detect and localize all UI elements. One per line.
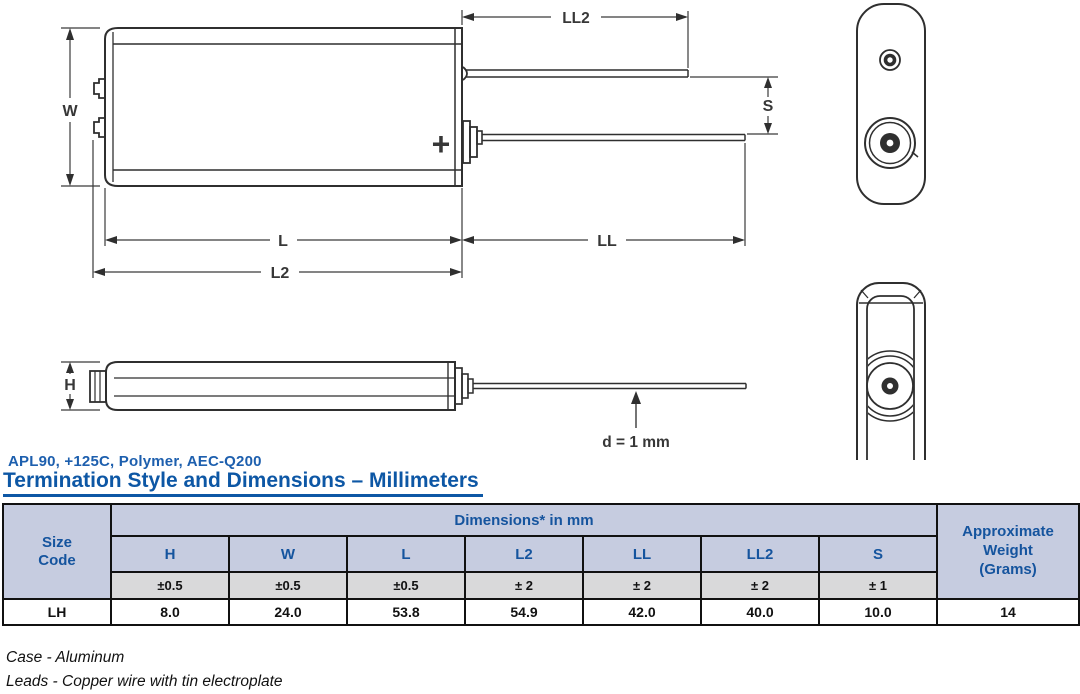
value-l: 53.8 [346,598,466,626]
tolerance-l: ±0.5 [346,571,466,600]
tolerance-h: ±0.5 [110,571,230,600]
dim-label-l: L [278,233,288,250]
arrowhead [462,13,474,21]
dim-label-ll: LL [597,233,617,250]
case-tab-top [93,78,105,99]
arrowhead [66,28,74,40]
size-code-header-cell: Size Code [2,503,112,600]
weight-header-text: Approximate Weight (Grams) [962,523,1054,578]
value-s: 10.0 [818,598,938,626]
table-row-group-header: Size Code Dimensions* in mm Approximate … [2,503,1080,600]
dim-extensions [92,140,746,278]
arrowhead [105,236,117,244]
arrowhead [631,391,641,404]
dim-label-s: S [763,98,774,115]
arrowhead [66,399,74,410]
col-header-h: H [110,535,230,573]
page-title: Termination Style and Dimensions – Milli… [3,469,483,497]
side-view-drawing [89,361,747,411]
tolerance-s: ± 1 [818,571,938,600]
top-view-drawing [93,27,746,187]
table-row-data: LH 8.0 24.0 53.8 54.9 42.0 40.0 10.0 14 [2,598,1080,626]
table-row-columns: H W L L2 LL LL2 S [3,535,1079,573]
table-row-tolerances: ±0.5 ±0.5 ±0.5 ± 2 ± 2 ± 2 ± 1 [3,571,1079,600]
col-header-l: L [346,535,466,573]
termination-style-drawing: + W LL2 S [61,3,926,460]
value-h: 8.0 [110,598,230,626]
arrowhead [450,268,462,276]
end-view-crimped-face [856,282,926,460]
weight-value: 14 [936,598,1080,626]
series-subtitle: APL90, +125C, Polymer, AEC-Q200 [8,453,262,470]
arrowhead [676,13,688,21]
col-header-s: S [818,535,938,573]
dim-label-w: W [62,103,78,120]
arrowhead [66,174,74,186]
dimensions-header-cell: Dimensions* in mm [110,503,938,537]
arrowhead [450,236,462,244]
size-code-value: LH [2,598,112,626]
tolerance-ll: ± 2 [582,571,702,600]
dimensions-table: Size Code Dimensions* in mm Approximate … [2,503,1080,626]
col-header-l2: L2 [464,535,584,573]
note-leads: Leads - Copper wire with tin electroplat… [6,673,283,690]
arrowhead [733,236,745,244]
polarity-plus-label: + [432,126,451,162]
dim-ll2 [461,10,689,68]
note-case: Case - Aluminum [6,649,125,666]
value-ll: 42.0 [582,598,702,626]
size-code-header-text: Size Code [38,533,76,569]
tolerance-ll2: ± 2 [700,571,820,600]
material-notes: Case - Aluminum Leads - Copper wire with… [6,646,283,694]
case-tab-bottom [93,117,105,138]
dim-label-l2: L2 [271,265,290,282]
arrowhead [66,362,74,373]
end-view-terminal-face [856,3,926,205]
tolerance-w: ±0.5 [228,571,348,600]
col-header-ll2: LL2 [700,535,820,573]
value-ll2: 40.0 [700,598,820,626]
arrowhead [764,77,772,88]
arrowhead [764,123,772,134]
col-header-ll: LL [582,535,702,573]
arrowhead [462,236,474,244]
col-header-w: W [228,535,348,573]
dim-label-h: H [64,377,76,394]
value-l2: 54.9 [464,598,584,626]
arrowhead [93,268,105,276]
dim-label-d: d = 1 mm [602,434,670,451]
tolerance-l2: ± 2 [464,571,584,600]
value-w: 24.0 [228,598,348,626]
dim-label-ll2: LL2 [562,10,590,27]
weight-header-cell: Approximate Weight (Grams) [936,503,1080,600]
